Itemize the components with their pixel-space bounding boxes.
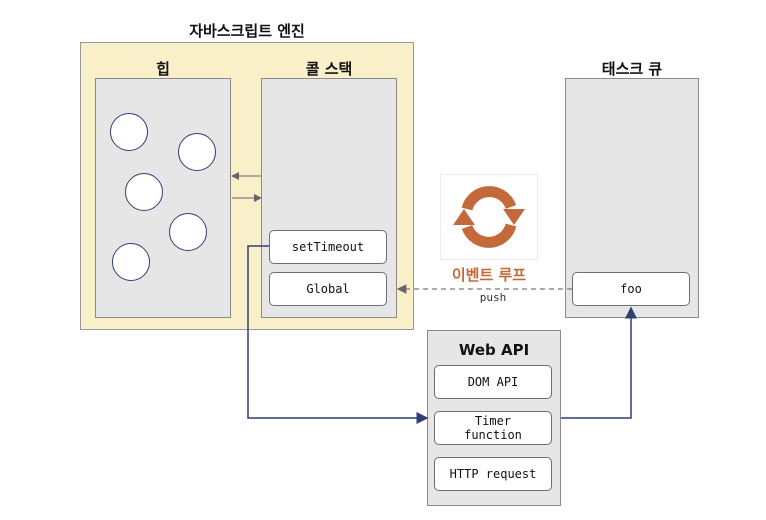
heap-object — [178, 133, 216, 171]
push-label: push — [479, 291, 507, 304]
web-api-item-timer: Timer function — [434, 411, 552, 445]
call-stack-title: 콜 스택 — [305, 60, 353, 78]
task-queue-item-foo: foo — [572, 272, 690, 306]
web-api-title: Web API — [458, 341, 530, 359]
event-loop-label: 이벤트 루프 — [451, 266, 527, 284]
call-stack-frame-settimeout: setTimeout — [269, 230, 387, 264]
timer-to-queue-arrow — [561, 306, 637, 419]
engine-title: 자바스크립트 엔진 — [189, 22, 305, 40]
heap-object — [110, 113, 148, 151]
heap-object — [125, 173, 163, 211]
settimeout-to-timer-arrow — [247, 245, 429, 424]
event-loop-icon-frame — [440, 174, 538, 260]
task-queue-title: 태스크 큐 — [601, 60, 663, 78]
heap-title: 힙 — [156, 60, 170, 78]
event-loop-icon — [453, 186, 525, 248]
web-api-item-http: HTTP request — [434, 457, 552, 491]
heap-object — [169, 213, 207, 251]
heap-panel — [95, 78, 231, 318]
web-api-item-dom: DOM API — [434, 365, 552, 399]
call-stack-frame-global: Global — [269, 272, 387, 306]
heap-object — [112, 243, 150, 281]
